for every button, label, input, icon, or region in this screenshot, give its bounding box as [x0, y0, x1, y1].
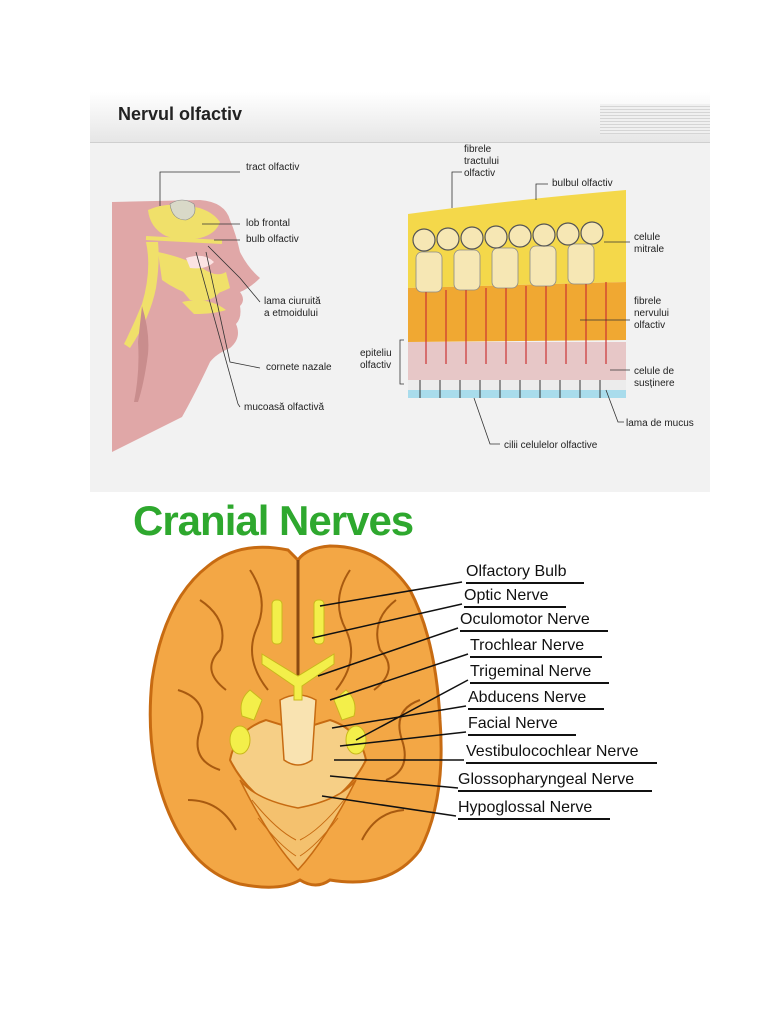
head-cross-section [112, 171, 261, 452]
nerve-label-hypoglossal: Hypoglossal Nerve [458, 798, 611, 820]
label-celule-mitrale: celule mitrale [634, 232, 665, 255]
nerve-label-trigeminal: Trigeminal Nerve [470, 662, 610, 684]
nerve-leader-lines [311, 581, 469, 817]
olfactory-epithelium-diagram [399, 171, 630, 445]
label-bulb-olfactiv: bulb olfactiv [246, 234, 299, 245]
label-mucoasa-olfactiva: mucoasă olfactivă [244, 402, 325, 413]
header-stripes-decoration [600, 104, 710, 134]
label-lob-frontal: lob frontal [246, 218, 290, 229]
label-fibrele-tractului: fibrele tractului olfactiv [464, 144, 500, 179]
label-bulbul-olfactiv: bulbul olfactiv [552, 178, 613, 189]
cranial-nerve-structures [229, 599, 367, 755]
olfactory-panel-title: Nervul olfactiv [118, 104, 243, 124]
label-cornete-nazale: cornete nazale [266, 362, 332, 373]
label-lama-ciuruita: lama ciuruită a etmoidului [264, 296, 321, 319]
brain-underside [148, 544, 443, 889]
label-epiteliu-olfactiv: epiteliu olfactiv [360, 348, 392, 371]
nerve-label-optic: Optic Nerve [464, 586, 567, 608]
label-celule-sustinere: celule de susținere [634, 366, 675, 389]
olfactory-illustration [112, 171, 630, 452]
nerve-label-olfactory-bulb: Olfactory Bulb [466, 562, 585, 584]
nerve-label-glossopharyngeal: Glossopharyngeal Nerve [458, 770, 653, 792]
label-lama-mucus: lama de mucus [626, 418, 694, 429]
nerve-label-vestibulocochlear: Vestibulocochlear Nerve [466, 742, 657, 764]
nerve-label-trochlear: Trochlear Nerve [470, 636, 603, 658]
olfactory-nerve-panel: Nervul olfactiv [90, 92, 710, 492]
nerve-label-facial: Facial Nerve [468, 714, 576, 736]
cranial-nerves-title: Cranial Nerves [133, 497, 414, 544]
nerve-label-abducens: Abducens Nerve [468, 688, 605, 710]
label-cilii: cilii celulelor olfactive [504, 440, 598, 451]
label-fibrele-nervului: fibrele nervului olfactiv [634, 296, 670, 331]
label-tract-olfactiv: tract olfactiv [246, 162, 300, 173]
nerve-label-oculomotor: Oculomotor Nerve [460, 610, 608, 632]
olfactory-panel-header: Nervul olfactiv [90, 92, 710, 143]
